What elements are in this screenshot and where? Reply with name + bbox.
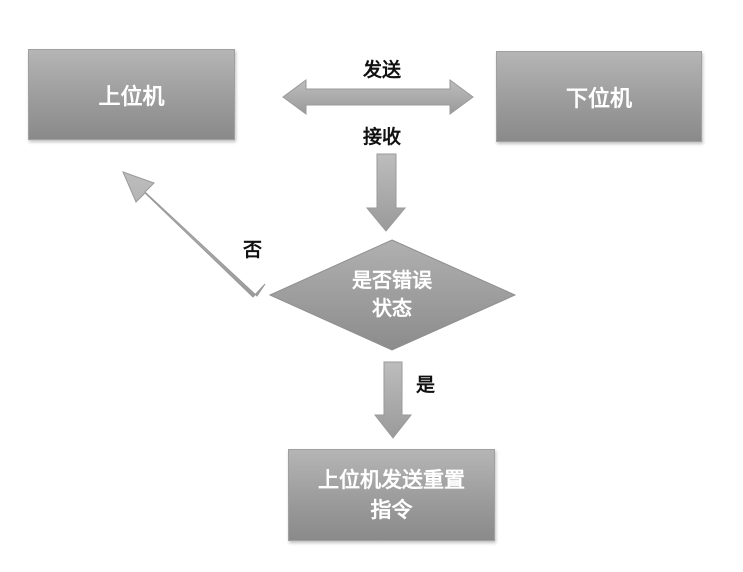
decision-text-line1: 是否错误 <box>352 268 432 292</box>
reset-instruction-line2: 指令 <box>370 498 413 522</box>
decision-diamond <box>268 239 517 351</box>
reset-instruction-text: 上位机发送重置 指令 <box>318 465 465 525</box>
slave-computer-box: 下位机 <box>496 51 702 142</box>
decision-text-line2: 状态 <box>372 296 412 320</box>
send-receive-double-arrow <box>282 79 474 115</box>
slave-computer-label: 下位机 <box>565 86 632 112</box>
yes-branch-down-arrow <box>373 361 413 439</box>
no-branch-label: 否 <box>243 239 263 261</box>
host-computer-label: 上位机 <box>98 84 165 110</box>
reset-instruction-line1: 上位机发送重置 <box>318 468 465 492</box>
send-label: 发送 <box>363 59 402 81</box>
receive-down-arrow <box>365 153 407 232</box>
receive-label: 接收 <box>363 126 402 148</box>
yes-branch-label: 是 <box>416 374 436 396</box>
decision-text: 是否错误 状态 <box>330 266 454 322</box>
no-branch-diagonal-arrow <box>122 171 266 298</box>
host-computer-box: 上位机 <box>28 49 235 140</box>
reset-instruction-box: 上位机发送重置 指令 <box>288 449 495 541</box>
